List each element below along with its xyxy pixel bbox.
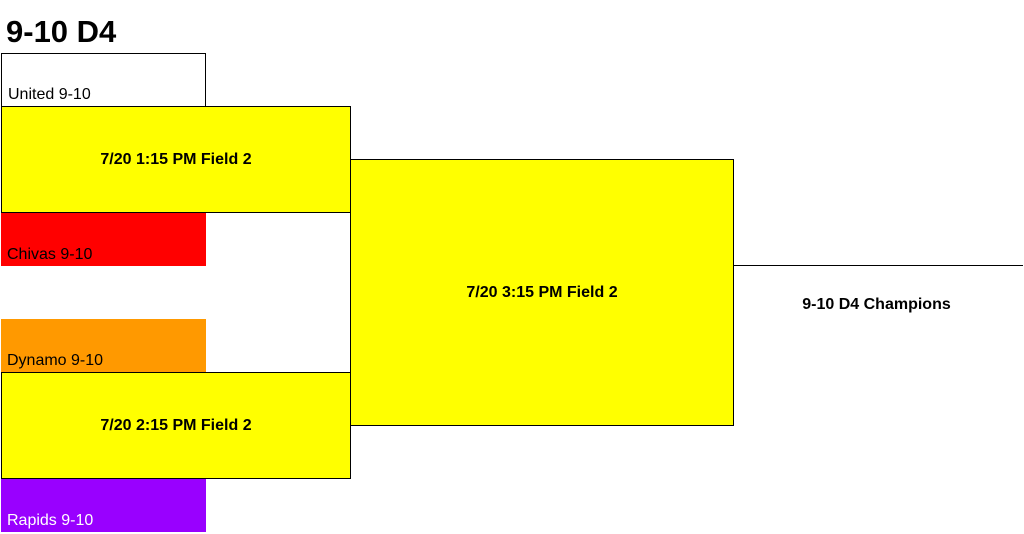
team-name: United 9-10 [8, 86, 91, 103]
team-slot-united: United 9-10 [1, 53, 206, 106]
game-semifinal-1: 7/20 1:15 PM Field 2 [1, 106, 351, 213]
team-name: Chivas 9-10 [7, 246, 93, 263]
game-final: 7/20 3:15 PM Field 2 [350, 159, 734, 426]
champion-label: 9-10 D4 Champions [802, 296, 951, 313]
champion-line [733, 265, 1023, 266]
game-schedule: 7/20 1:15 PM Field 2 [100, 150, 252, 168]
team-name: Dynamo 9-10 [7, 352, 104, 369]
team-name: Rapids 9-10 [7, 512, 94, 529]
team-slot-chivas: Chivas 9-10 [1, 213, 206, 266]
bracket-title: 9-10 D4 [6, 14, 117, 49]
game-schedule: 7/20 2:15 PM Field 2 [100, 416, 252, 434]
game-semifinal-2: 7/20 2:15 PM Field 2 [1, 372, 351, 479]
game-schedule: 7/20 3:15 PM Field 2 [466, 283, 618, 301]
team-slot-dynamo: Dynamo 9-10 [1, 319, 206, 372]
team-slot-rapids: Rapids 9-10 [1, 479, 206, 532]
